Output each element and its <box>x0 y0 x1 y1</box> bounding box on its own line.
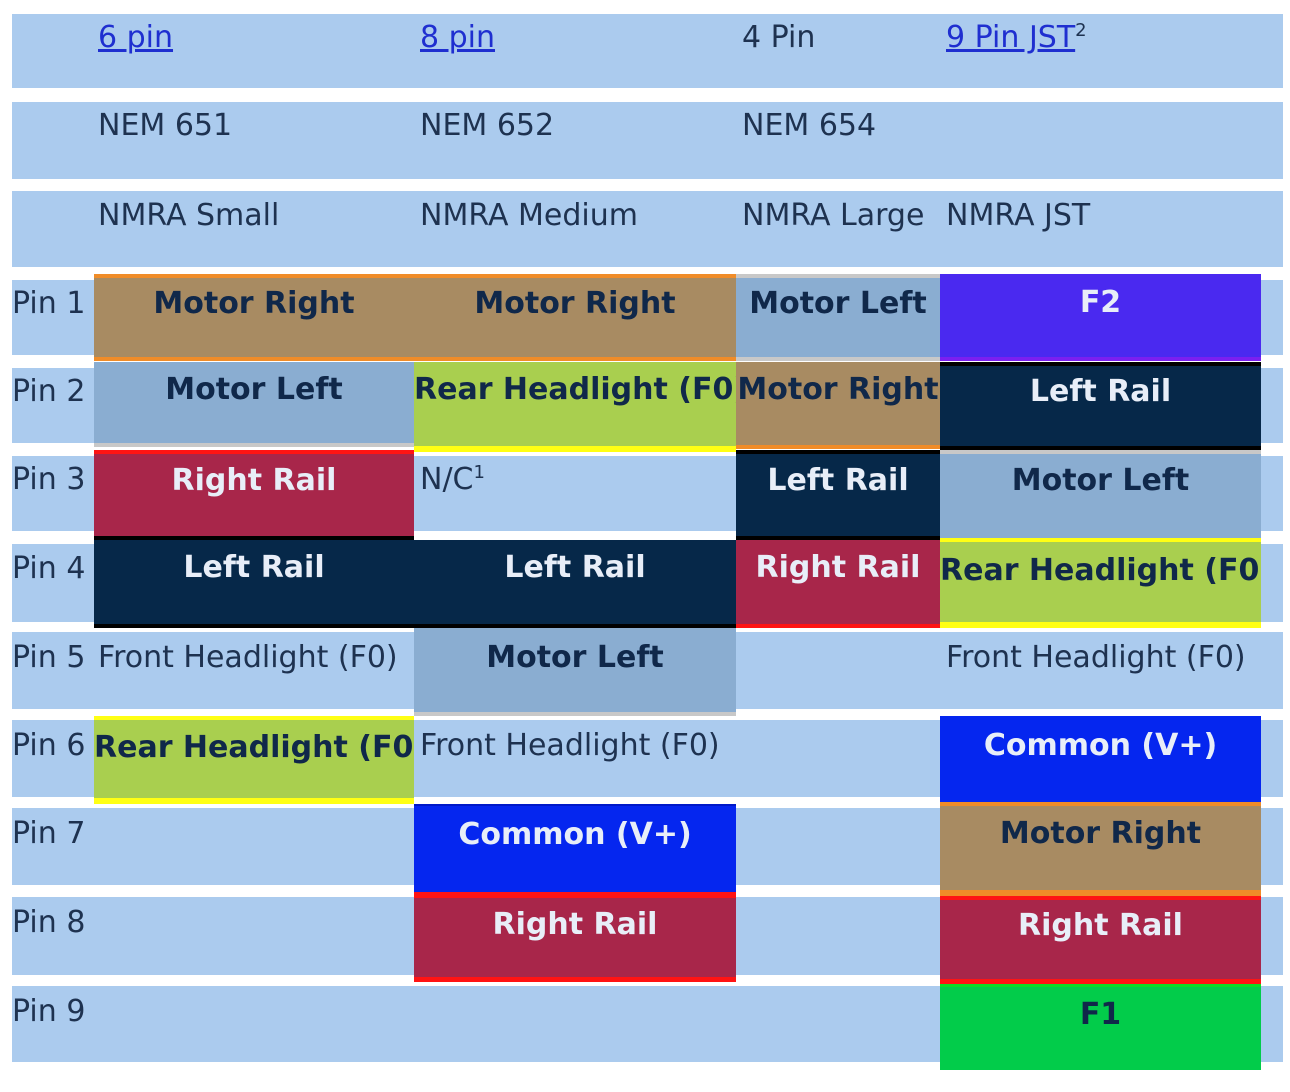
header-nem-654: NEM 654 <box>742 108 877 143</box>
header-nem-651: NEM 651 <box>98 108 233 143</box>
header-9-pin: 9 Pin JST2 <box>946 20 1087 56</box>
cell-pin3-8pin: N/C1 <box>420 462 485 497</box>
cell-pin2-4pin: Motor Right <box>736 362 940 449</box>
link-8-pin[interactable]: 8 pin <box>420 20 496 55</box>
cell-pin7-9pin: Motor Right <box>940 806 1261 896</box>
cell-pin6-9pin: Common (V+) <box>940 716 1261 806</box>
cell-pin1-9pin: F2 <box>940 274 1261 361</box>
band-header-1 <box>12 14 1283 88</box>
pin-label-6: Pin 6 <box>12 728 86 763</box>
cell-pin6-8pin: Front Headlight (F0) <box>420 728 720 763</box>
cell-pin5-6pin: Front Headlight (F0) <box>98 640 398 675</box>
cell-pin4-8pin: Left Rail <box>414 540 736 628</box>
cell-pin3-6pin: Right Rail <box>94 450 414 540</box>
header-nmra-large: NMRA Large <box>742 198 925 233</box>
link-6-pin[interactable]: 6 pin <box>98 20 174 55</box>
header-nem-652: NEM 652 <box>420 108 555 143</box>
pin-label-3: Pin 3 <box>12 462 86 497</box>
footnote-marker-2: 2 <box>1075 20 1087 41</box>
cell-pin1-6pin: Motor Right <box>94 274 414 361</box>
cell-pin1-8pin: Motor Right <box>414 274 736 361</box>
cell-pin3-9pin: Motor Left <box>940 450 1261 538</box>
pin-label-4: Pin 4 <box>12 551 86 586</box>
cell-pin8-9pin: Right Rail <box>940 896 1261 984</box>
cell-pin5-8pin: Motor Left <box>414 628 736 716</box>
header-nmra-jst: NMRA JST <box>946 198 1091 233</box>
pin-label-7: Pin 7 <box>12 816 86 851</box>
header-nmra-medium: NMRA Medium <box>420 198 638 233</box>
cell-pin4-4pin: Right Rail <box>736 540 940 628</box>
pin-label-5: Pin 5 <box>12 640 86 675</box>
cell-pin6-6pin: Rear Headlight (F0) <box>94 716 414 804</box>
band-header-2 <box>12 102 1283 179</box>
cell-pin4-9pin: Rear Headlight (F0) <box>940 538 1261 628</box>
cell-pin5-9pin: Front Headlight (F0) <box>946 640 1246 675</box>
cell-pin4-6pin: Left Rail <box>94 540 414 628</box>
header-4-pin: 4 Pin <box>742 20 816 55</box>
cell-pin7-8pin: Common (V+) <box>414 804 736 896</box>
pin-label-9: Pin 9 <box>12 994 86 1029</box>
footnote-marker-1: 1 <box>473 462 485 483</box>
cell-pin1-4pin: Motor Left <box>736 274 940 361</box>
cell-pin9-9pin: F1 <box>940 984 1261 1070</box>
link-9-pin-jst[interactable]: 9 Pin JST <box>946 20 1076 55</box>
cell-pin3-4pin: Left Rail <box>736 450 940 540</box>
cell-pin8-8pin: Right Rail <box>414 896 736 982</box>
header-nmra-small: NMRA Small <box>98 198 280 233</box>
band-header-3 <box>12 191 1283 267</box>
pin-label-8: Pin 8 <box>12 905 86 940</box>
cell-pin2-9pin: Left Rail <box>940 362 1261 450</box>
pin-label-1: Pin 1 <box>12 286 86 321</box>
cell-pin2-6pin: Motor Left <box>94 362 414 447</box>
pin-label-2: Pin 2 <box>12 374 86 409</box>
cell-pin2-8pin: Rear Headlight (F0) <box>414 362 736 452</box>
